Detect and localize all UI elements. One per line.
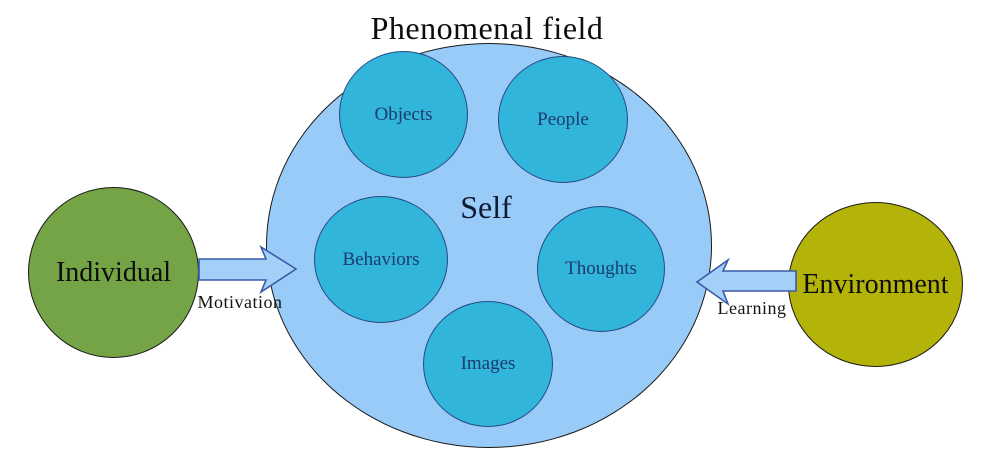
individual-label: Individual xyxy=(55,256,172,288)
images-circle: Images xyxy=(423,301,553,427)
thoughts-circle: Thoughts xyxy=(537,206,665,332)
learning-label: Learning xyxy=(717,298,787,318)
people-circle: People xyxy=(498,56,628,183)
individual-circle: Individual xyxy=(28,187,199,358)
behaviors-circle: Behaviors xyxy=(314,196,448,323)
diagram-title: Phenomenal field xyxy=(370,10,604,46)
environment-circle: Environment xyxy=(788,202,963,367)
motivation-label: Motivation xyxy=(197,292,283,312)
self-label: Self xyxy=(460,189,512,225)
environment-label: Environment xyxy=(802,268,949,300)
thoughts-label: Thoughts xyxy=(565,258,637,279)
behaviors-label: Behaviors xyxy=(342,248,420,270)
objects-label: Objects xyxy=(374,103,433,125)
images-label: Images xyxy=(460,353,516,374)
objects-circle: Objects xyxy=(339,51,468,178)
people-label: People xyxy=(537,108,589,130)
